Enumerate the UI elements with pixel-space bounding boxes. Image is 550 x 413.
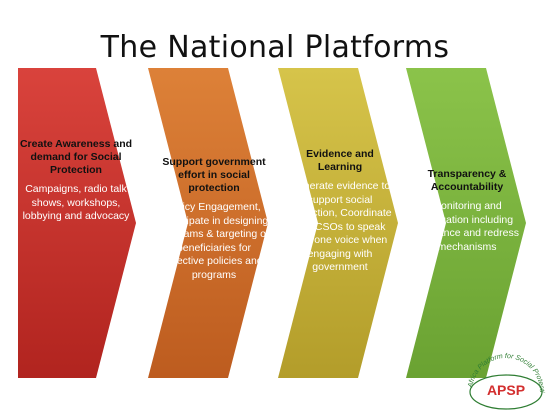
apsp-logo-graphic: Africa Platform for Social Protection AP… [462,347,545,410]
chevron-step-3-shape [278,68,398,378]
step-2-heading: Support government effort in social prot… [162,156,266,194]
step-1-heading: Create Awareness and demand for Social P… [19,138,133,176]
step-4-heading: Transparency & Accountability [427,168,507,193]
chevron-step-1-shape [18,68,136,378]
step-3-heading: Evidence and Learning [306,148,374,173]
chevron-step-4-shape [406,68,526,378]
step-4-body: Monitoring and evaluation including grie… [415,200,519,253]
chevron-step-3: Evidence and Learning Generate evidence … [278,68,406,378]
step-3-body: Generate evidence to support social prot… [288,180,392,273]
chevron-step-2: Support government effort in social prot… [148,68,276,378]
chevron-step-2-shape [148,68,268,378]
chevron-step-4: Transparency & Accountability Monitoring… [406,68,534,378]
step-2-body: Policy Engagement, Participate in design… [159,201,269,281]
slide-title: The National Platforms [100,30,450,65]
step-1-body: Campaigns, radio talk shows, workshops, … [22,183,130,222]
apsp-logo: Africa Platform for Social Protection AP… [462,347,548,410]
apsp-logo-acronym: APSP [487,382,525,398]
chevron-step-1: Create Awareness and demand for Social P… [18,68,146,378]
